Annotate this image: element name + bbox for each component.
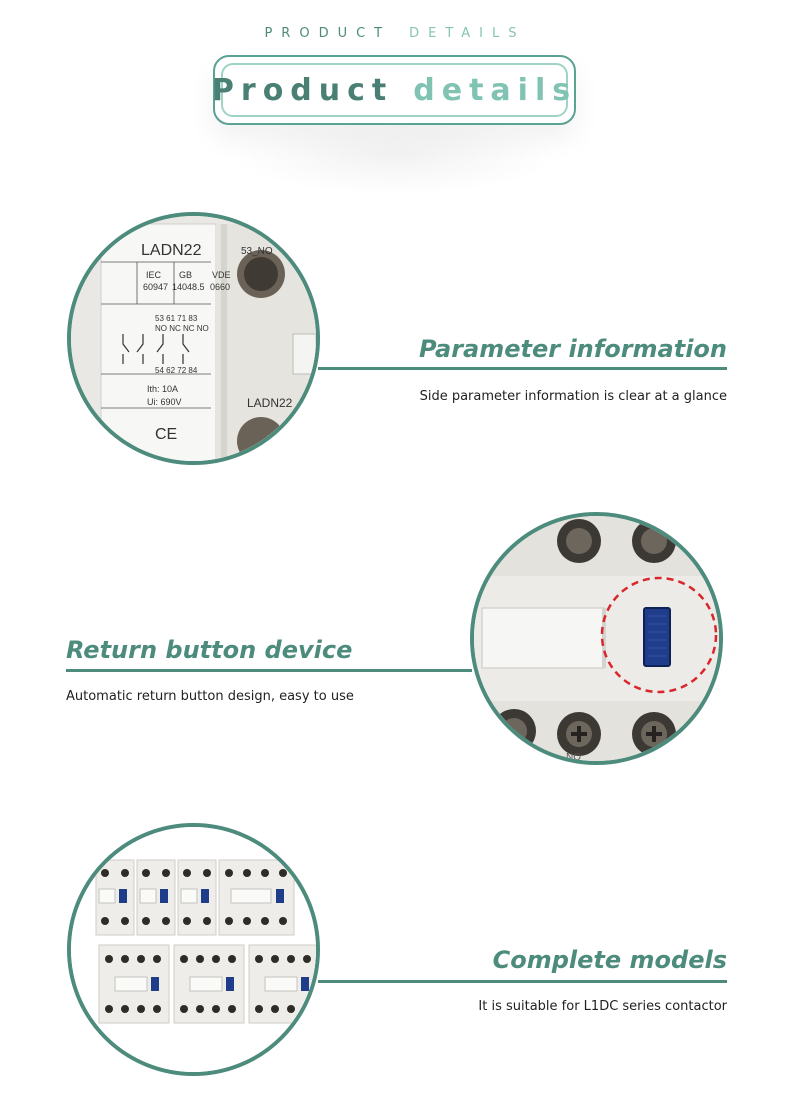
std-gb: GB bbox=[179, 270, 193, 280]
ce-mark: CE bbox=[155, 426, 178, 443]
contact-types: NO NC NC NO bbox=[155, 324, 209, 333]
section-subtitle: PRODUCT DETAILS bbox=[0, 26, 790, 41]
connector-line-parameter bbox=[318, 367, 727, 370]
subtitle-word-details: DETAILS bbox=[409, 26, 526, 41]
rated-voltage: Ui: 690V bbox=[147, 397, 182, 407]
title-shadow bbox=[230, 115, 560, 195]
terminal-mark-bottom: NO bbox=[566, 752, 581, 763]
complete-models-description: It is suitable for L1DC series contactor bbox=[478, 999, 727, 1014]
std-iec-number: 60947 bbox=[143, 282, 169, 292]
complete-models-heading: Complete models bbox=[492, 946, 727, 974]
side-model-label: LADN22 bbox=[247, 396, 293, 410]
parameter-info-heading: Parameter information bbox=[418, 335, 727, 363]
contact-numbers-top: 53 61 71 83 bbox=[155, 314, 198, 323]
std-vde: VDE bbox=[212, 270, 231, 280]
return-button-description: Automatic return button design, easy to … bbox=[66, 689, 354, 704]
return-button-illustration bbox=[474, 516, 719, 761]
rated-current: Ith: 10A bbox=[147, 384, 179, 394]
subtitle-word-product: PRODUCT bbox=[264, 26, 392, 41]
model-label: LADN22 bbox=[141, 242, 202, 259]
parameter-info-description: Side parameter information is clear at a… bbox=[419, 389, 727, 404]
connector-line-return-button bbox=[66, 669, 472, 672]
std-vde-number: 0660 bbox=[210, 282, 231, 292]
title-word-details: details bbox=[413, 72, 578, 108]
return-button-heading: Return button device bbox=[66, 636, 353, 664]
title-word-product: Product bbox=[211, 72, 394, 108]
parameter-info-photo: LADN22 IEC 60947 GB 14048.5 VDE 0660 53 … bbox=[67, 212, 320, 465]
std-gb-number: 14048.5 bbox=[172, 282, 205, 292]
terminal-mark: 53_NO bbox=[241, 246, 273, 257]
section-title: Product details bbox=[211, 57, 578, 123]
return-button-photo: NO bbox=[470, 512, 723, 765]
section-title-box: Product details bbox=[211, 55, 578, 125]
models-lineup-illustration bbox=[71, 827, 316, 1072]
std-iec: IEC bbox=[146, 270, 162, 280]
contact-numbers-bottom: 54 62 72 84 bbox=[155, 366, 198, 375]
contact-block-side-illustration bbox=[71, 216, 316, 461]
complete-models-photo bbox=[67, 823, 320, 1076]
highlight-circle bbox=[600, 576, 718, 694]
connector-line-models bbox=[318, 980, 727, 983]
